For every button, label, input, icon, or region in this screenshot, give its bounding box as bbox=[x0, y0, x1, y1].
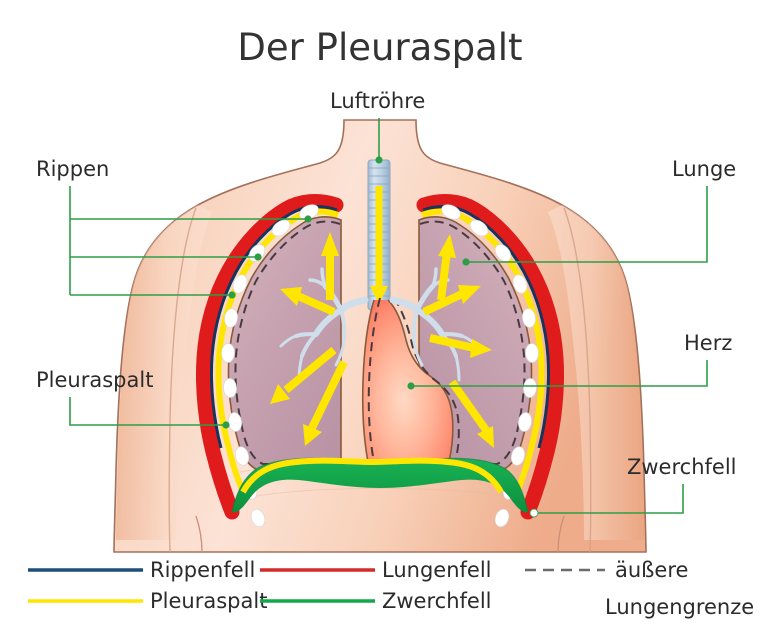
callout-label-zwerchfell: Zwerchfell bbox=[627, 455, 737, 479]
leader-dot-rippen-1 bbox=[304, 215, 312, 223]
ribs-right bbox=[441, 204, 539, 528]
leader-dot-rippen-3 bbox=[228, 291, 236, 299]
leader-dot-rippen-2 bbox=[254, 253, 262, 261]
expansion-arrows-left bbox=[270, 232, 348, 446]
expansion-arrows-right bbox=[422, 234, 494, 448]
leader-dot-luftroehre bbox=[375, 156, 383, 164]
bronchial-tree-left bbox=[279, 267, 369, 382]
legend-label-rippenfell: Rippenfell bbox=[150, 558, 255, 582]
leader-dot-herz bbox=[407, 382, 415, 390]
callout-label-herz: Herz bbox=[684, 331, 732, 355]
callout-label-luftroehre: Luftröhre bbox=[330, 89, 425, 113]
callout-labels: Rippen LuftröhreLungeHerzPleuraspaltZwerc… bbox=[36, 89, 737, 479]
legend-label-zwerchfell: Zwerchfell bbox=[382, 589, 492, 613]
legend-label-lungengrenze-line2: Lungengrenze bbox=[605, 595, 754, 619]
heart bbox=[361, 297, 460, 463]
diaphragm bbox=[231, 457, 529, 513]
callout-leaders bbox=[69, 118, 708, 518]
airflow-arrow-trachea bbox=[370, 186, 388, 304]
legend-label-lungengrenze: äußere bbox=[615, 558, 688, 582]
callout-label-rippen: Rippen bbox=[36, 157, 109, 181]
leader-dot-zwerchfell bbox=[529, 508, 539, 518]
legend-label-pleuraspalt: Pleuraspalt bbox=[150, 589, 267, 613]
ribs-left bbox=[221, 204, 319, 528]
trachea bbox=[367, 159, 391, 311]
callout-label-pleuraspalt: Pleuraspalt bbox=[36, 368, 153, 392]
legend-label-lungenfell: Lungenfell bbox=[382, 558, 492, 582]
callout-label-lunge: Lunge bbox=[672, 157, 736, 181]
page-title: Der Pleuraspalt bbox=[237, 26, 522, 69]
leader-dot-pleuraspalt bbox=[222, 421, 230, 429]
leader-dot-lunge bbox=[462, 258, 470, 266]
